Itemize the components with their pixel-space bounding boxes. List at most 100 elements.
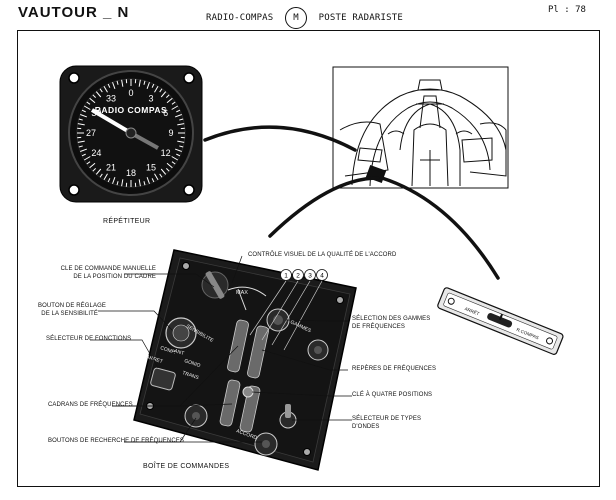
- document-title: VAUTOUR _ N: [18, 4, 130, 21]
- dial-tick: [112, 82, 116, 90]
- radio-compass-repeater: 33036912151821242730 RADIO COMPAS: [59, 65, 203, 203]
- frame-position-key: [201, 271, 229, 299]
- dial-tick: [107, 83, 111, 88]
- dial-tick: [77, 123, 85, 126]
- dial-tick: [160, 91, 167, 98]
- label-cle-quatre: CLÉ À QUATRE POSITIONS: [352, 392, 433, 398]
- dial-tick: [160, 168, 167, 175]
- dial-tick: [171, 156, 179, 161]
- cockpit-view: [332, 66, 509, 189]
- dial-tick: [154, 173, 159, 181]
- callout-3: 3: [308, 273, 312, 280]
- dial-tick: [112, 176, 116, 184]
- label-selection-gammes: SÉLECTION DES GAMMES DE FRÉQUENCES: [352, 316, 431, 330]
- wave-type-selector: [279, 404, 297, 429]
- dial-tick: [143, 80, 146, 85]
- trans-label: TRANS: [181, 370, 200, 381]
- label-bouton-reglage: BOUTON DE RÉGLAGE DE LA SENSIBILITÉ: [38, 303, 106, 317]
- dial-tick: [78, 118, 83, 121]
- numbered-callouts: 1 2 3 4: [249, 269, 328, 351]
- dial-tick: [81, 109, 86, 113]
- dial-number: 18: [126, 168, 136, 178]
- gonio-label: GONIO: [183, 358, 201, 369]
- dial-tick: [143, 181, 146, 186]
- label-boutons-recherche: BOUTONS DE RECHERCHE DE FRÉQUENCES: [48, 438, 184, 444]
- dial-tick: [80, 148, 88, 152]
- dial-number: 12: [161, 148, 171, 158]
- dial-tick: [95, 168, 102, 175]
- header-subject: RADIO-COMPAS M POSTE RADARISTE: [206, 7, 403, 29]
- comp-label: COMP.: [159, 345, 176, 356]
- dial-tick: [89, 162, 96, 169]
- dial-tick: [83, 156, 91, 161]
- dial-tick: [80, 114, 88, 118]
- dial-number: 0: [128, 88, 133, 98]
- dial-tick: [146, 176, 150, 184]
- dial-tick: [176, 109, 181, 113]
- callout-2: 2: [296, 273, 300, 280]
- long-needle: [90, 108, 133, 135]
- dial-tick: [121, 179, 124, 187]
- dial-tick: [171, 161, 176, 165]
- dial-tick: [166, 97, 173, 104]
- dial-tick: [103, 85, 108, 93]
- dial-tick: [116, 80, 119, 85]
- label-selecteur-types: SÉLECTEUR DE TYPES D'ONDES: [352, 416, 422, 430]
- dial-number: 21: [106, 163, 116, 173]
- callout-4: 4: [320, 273, 324, 280]
- dial-tick: [151, 178, 155, 183]
- header-left-text: RADIO-COMPAS: [206, 13, 274, 23]
- dial-tick: [116, 181, 119, 186]
- dial-tick: [92, 168, 96, 172]
- dial-tick: [179, 145, 184, 148]
- label-cadrans: CADRANS DE FRÉQUENCES: [48, 402, 133, 408]
- dial-tick: [171, 101, 176, 105]
- ant-label: ANT: [173, 348, 184, 357]
- dial-title: RADIO COMPAS: [95, 105, 167, 115]
- label-cle-commande: CLE DE COMMANDE MANUELLE DE LA POSITION …: [60, 266, 156, 280]
- dial-tick: [174, 114, 182, 118]
- dial-tick: [89, 97, 96, 104]
- dial-tick: [78, 145, 83, 148]
- dial-tick: [174, 148, 182, 152]
- frequency-dials: [219, 319, 269, 433]
- dial-tick: [121, 79, 124, 87]
- dial-number: 6: [163, 108, 168, 118]
- dial-number: 27: [86, 128, 96, 138]
- dial-tick: [154, 85, 159, 93]
- dial-number: 9: [168, 128, 173, 138]
- dial-tick: [86, 101, 91, 105]
- callout-1: 1: [284, 273, 288, 280]
- dial-tick: [166, 94, 170, 98]
- dial-number: 33: [106, 93, 116, 103]
- dial-tick: [103, 173, 108, 181]
- label-selecteur-fonctions: SÉLECTEUR DE FONCTIONS: [46, 336, 132, 342]
- dial-tick: [159, 173, 163, 178]
- dial-tick: [177, 123, 185, 126]
- dial-tick: [92, 94, 96, 98]
- dial-tick: [159, 88, 163, 93]
- dial-number: 15: [146, 163, 156, 173]
- dial-tick: [179, 118, 184, 121]
- meter-max-label: MAX: [236, 290, 248, 296]
- dial-tick: [107, 178, 111, 183]
- tuning-meter: MAX: [227, 286, 267, 311]
- dial-tick: [146, 82, 150, 90]
- header-badge: M: [285, 7, 308, 29]
- control-box: MAX SENSIBILITE GAMMES ARRET COMP. ANT G…: [133, 249, 357, 471]
- dial-tick: [151, 83, 155, 88]
- switch-plate: ARRÊT R.COMPAS: [437, 287, 564, 355]
- dial-tick: [83, 105, 91, 110]
- arret-label: ARRET: [145, 354, 163, 365]
- dial-tick: [99, 173, 103, 178]
- dial-tick: [176, 153, 181, 157]
- dial-tick: [138, 179, 141, 187]
- leader-lines: [90, 255, 352, 443]
- dial-tick: [171, 105, 179, 110]
- repeater-caption: RÉPÉTITEUR: [103, 218, 151, 225]
- four-position-key: [242, 386, 254, 398]
- dial-tick: [138, 79, 141, 87]
- dial-number: 3: [148, 93, 153, 103]
- dial-tick: [86, 161, 91, 165]
